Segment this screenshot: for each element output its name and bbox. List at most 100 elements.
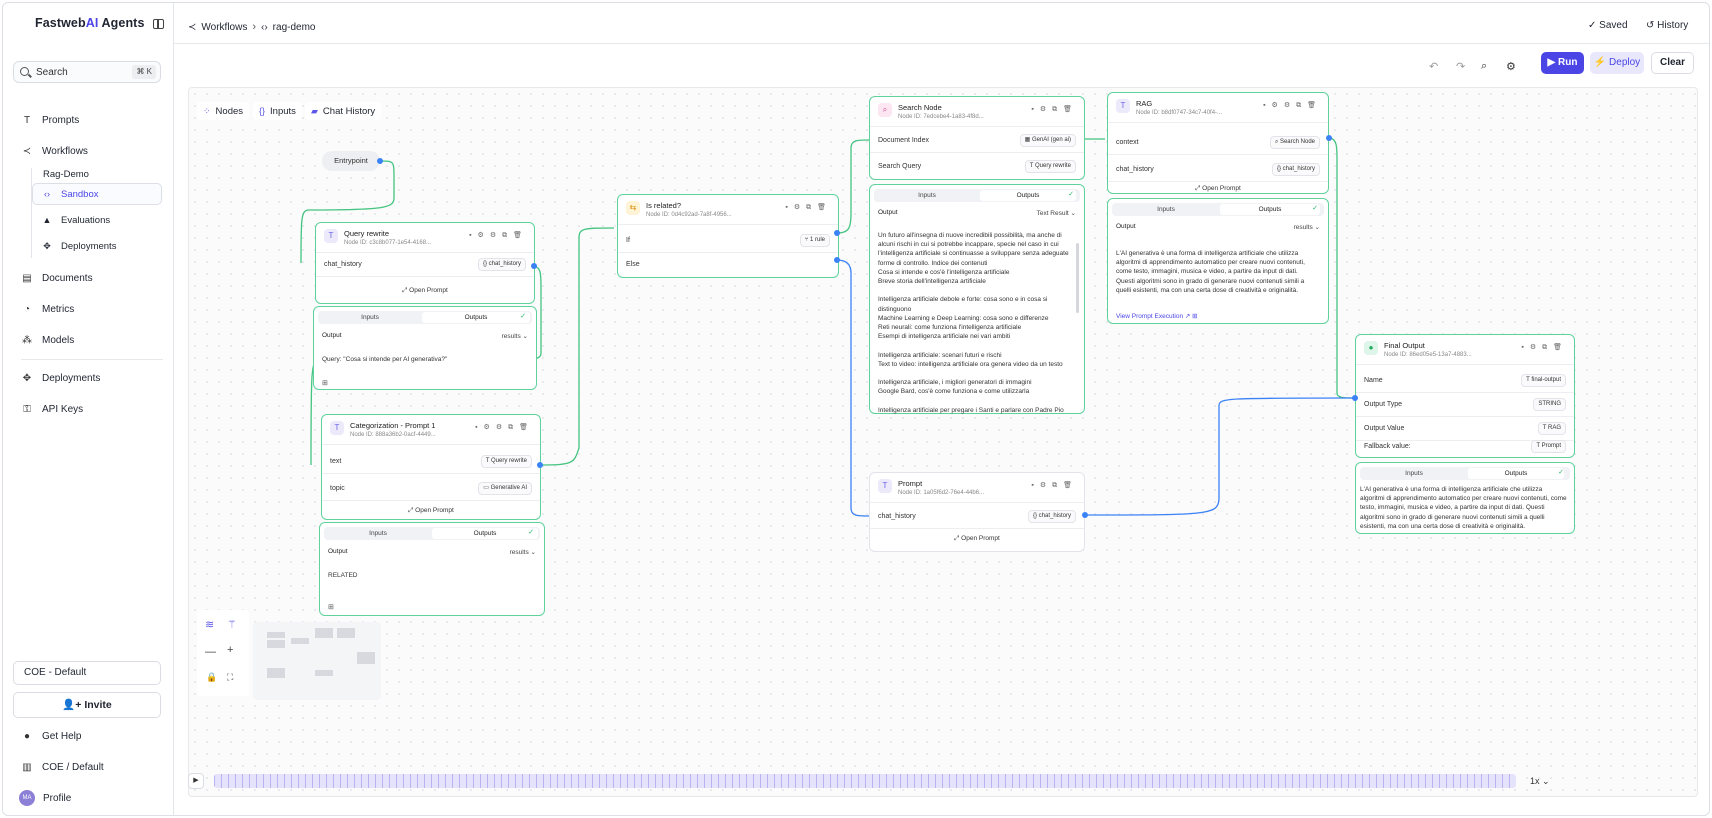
undo-icon[interactable]: ↶ (1429, 61, 1439, 73)
input-chip[interactable]: ▦ GenAI (gen ai) (1019, 134, 1076, 147)
input-chip[interactable]: {} chat_history (477, 258, 526, 271)
history-button[interactable]: ↺ History (1646, 20, 1688, 31)
output-select[interactable]: results ⌄ (502, 332, 528, 340)
output-handle[interactable] (531, 263, 537, 269)
input-chip[interactable]: {} chat_history (1271, 163, 1320, 176)
tab-inputs[interactable]: Inputs (369, 530, 387, 537)
input-chip[interactable]: ▭ Generative AI (478, 482, 532, 495)
open-prompt-button[interactable]: ⤢ Open Prompt (870, 535, 1084, 543)
sidebar-item-api-keys[interactable]: ⚿API Keys (21, 400, 83, 418)
node-header: T RAG Node ID: b8df0747-34c7-40f4-... ▪⚙… (1108, 93, 1328, 123)
workflow-canvas[interactable]: ⁘Nodes {}Inputs ▰Chat History Entrypoint… (188, 87, 1698, 797)
input-chip[interactable]: {} chat_history (1027, 510, 1076, 523)
output-select[interactable]: results ⌄ (510, 548, 536, 556)
node-actions[interactable]: ▪⚙⚙⧉🗑 (475, 424, 534, 431)
tab-outputs[interactable]: Outputs (1220, 204, 1320, 215)
sidebar-item-deployments[interactable]: ✥Deployments (21, 369, 101, 387)
table-icon[interactable]: ⊞ (328, 604, 334, 611)
if-handle[interactable] (834, 230, 840, 236)
node-actions[interactable]: ▪⚙⧉🗑 (1521, 344, 1568, 351)
sidebar-item-evaluations[interactable]: ▲Evaluations (41, 211, 111, 229)
node-is-related[interactable]: ⇆ Is related? Node ID: 0d4c92ad-7a8f-495… (617, 194, 839, 278)
node-actions[interactable]: ▪⚙⚙⧉🗑 (469, 232, 528, 239)
magic-wand-icon[interactable]: ⚚ (227, 619, 237, 631)
org-selector[interactable]: COE - Default (13, 661, 161, 685)
tab-inputs[interactable]: Inputs (361, 314, 379, 321)
node-actions[interactable]: ▪⚙⚙⧉🗑 (1263, 102, 1322, 109)
sidebar-item-wf-deployments[interactable]: ✥Deployments (41, 237, 116, 255)
zoom-in-icon[interactable]: + (227, 644, 234, 656)
node-rag[interactable]: T RAG Node ID: b8df0747-34c7-40f4-... ▪⚙… (1107, 92, 1329, 194)
playback-speed[interactable]: 1x ⌄ (1530, 776, 1550, 787)
fit-view-icon[interactable]: ⛶ (227, 672, 234, 682)
output-handle[interactable] (537, 462, 543, 468)
input-chip[interactable]: T Prompt (1531, 440, 1566, 453)
node-query-rewrite[interactable]: T Query rewrite Node ID: c3c8b077-1e54-4… (315, 222, 535, 304)
output-scrollbar[interactable] (1076, 243, 1079, 313)
tab-inputs[interactable]: Inputs (1157, 206, 1175, 213)
tab-inputs[interactable]: Inputs (1405, 470, 1423, 477)
play-icon[interactable]: ▶ (188, 773, 204, 789)
input-chip[interactable]: STRING (1533, 398, 1566, 411)
gear-icon[interactable]: ⚙ (1506, 61, 1516, 73)
sidebar-item-documents[interactable]: ▤Documents (21, 269, 92, 287)
tab-inputs[interactable]: Inputs (918, 192, 936, 199)
input-chip[interactable]: T Query rewrite (480, 455, 532, 468)
deploy-button[interactable]: ⚡ Deploy (1590, 52, 1644, 74)
open-prompt-button[interactable]: ⤢ Open Prompt (1108, 185, 1328, 193)
search-icon: ⌕ (878, 103, 892, 117)
sidebar-item-metrics[interactable]: ◔Metrics (21, 300, 74, 318)
clear-button[interactable]: Clear (1651, 52, 1694, 74)
sidebar-item-workspace[interactable]: ▥COE / Default (21, 758, 103, 776)
invite-button[interactable]: 👤+ Invite (13, 692, 161, 718)
table-icon[interactable]: ⊞ (322, 380, 328, 387)
node-search[interactable]: ⌕ Search Node Node ID: 7edcebe4-1a83-4f8… (869, 96, 1085, 180)
input-chip[interactable]: ⌕ Search Node (1269, 136, 1320, 149)
node-categorization[interactable]: T Categorization - Prompt 1 Node ID: 888… (321, 414, 541, 520)
output-handle[interactable] (1082, 512, 1088, 518)
open-prompt-button[interactable]: ⤢ Open Prompt (322, 507, 540, 515)
tab-inputs[interactable]: {}Inputs (253, 102, 302, 120)
input-chip[interactable]: T Query rewrite (1024, 160, 1076, 173)
tab-outputs[interactable]: Outputs (422, 312, 530, 323)
layers-icon[interactable]: ≋ (205, 619, 215, 631)
input-chip[interactable]: T RAG (1537, 422, 1566, 435)
redo-icon[interactable]: ↷ (1456, 61, 1466, 73)
input-handle[interactable] (1352, 395, 1358, 401)
entrypoint-handle[interactable] (377, 158, 383, 164)
sidebar-item-get-help[interactable]: ●Get Help (21, 727, 82, 745)
minimap[interactable] (253, 622, 381, 700)
sidebar-collapse-icon[interactable] (153, 19, 164, 29)
breadcrumb-workflows[interactable]: Workflows (201, 21, 248, 33)
view-prompt-execution-link[interactable]: View Prompt Execution ↗ ⊞ (1116, 312, 1198, 320)
input-chip[interactable]: T final-output (1521, 374, 1566, 387)
node-actions[interactable]: ▪⚙⧉🗑 (1031, 106, 1078, 113)
tab-chat-history[interactable]: ▰Chat History (305, 102, 382, 120)
sidebar-item-models[interactable]: ⁂Models (21, 331, 74, 349)
output-select[interactable]: Text Result ⌄ (1037, 209, 1076, 217)
node-actions[interactable]: ▪⚙⧉🗑 (1031, 482, 1078, 489)
sidebar-item-sandbox[interactable]: ‹›Sandbox (41, 185, 99, 203)
entrypoint-node[interactable]: Entrypoint (322, 151, 380, 171)
tab-outputs[interactable]: Outputs (1468, 468, 1564, 479)
run-button[interactable]: ▶ Run (1541, 52, 1584, 74)
tab-outputs[interactable]: Outputs (432, 528, 538, 539)
tab-outputs[interactable]: Outputs (980, 190, 1076, 201)
node-prompt[interactable]: T Prompt Node ID: 1a05f6d2-76e4-44b6... … (869, 472, 1085, 552)
else-handle[interactable] (834, 257, 840, 263)
zoom-out-icon[interactable]: — (205, 646, 216, 658)
node-final-output[interactable]: ● Final Output Node ID: 86ed05e5-13a7-48… (1355, 334, 1575, 458)
timeline-track[interactable] (214, 774, 1516, 788)
search-icon[interactable]: ⌕ (1481, 60, 1488, 72)
output-handle[interactable] (1326, 135, 1332, 141)
lock-icon[interactable]: 🔒 (206, 672, 218, 682)
output-select[interactable]: results ⌄ (1294, 223, 1320, 231)
open-prompt-button[interactable]: ⤢ Open Prompt (316, 287, 534, 295)
node-actions[interactable]: ▪⚙⧉🗑 (785, 204, 832, 211)
tab-nodes[interactable]: ⁘Nodes (197, 102, 250, 120)
sidebar-item-workflows[interactable]: ≺Workflows (21, 142, 88, 160)
search-input[interactable]: Search ⌘ K (13, 61, 161, 83)
rule-chip[interactable]: ⑂ 1 rule (799, 234, 830, 247)
